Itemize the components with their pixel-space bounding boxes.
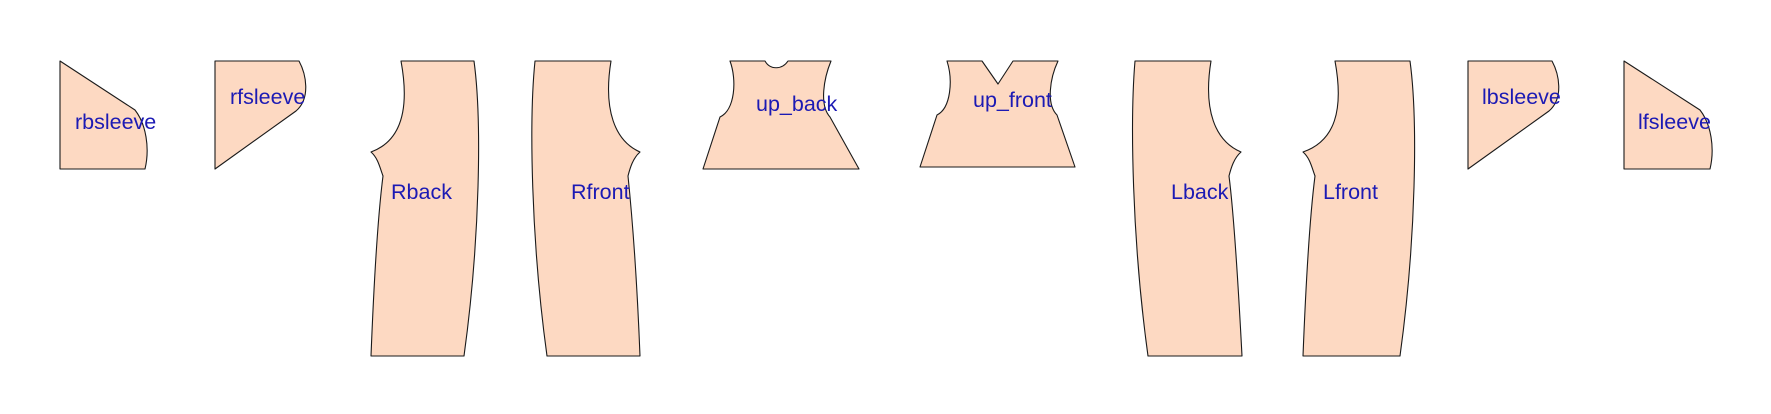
piece-Lback-shape bbox=[1132, 60, 1243, 357]
piece-lbsleeve-shape bbox=[1467, 60, 1560, 170]
piece-Lfront-label: Lfront bbox=[1323, 180, 1378, 204]
piece-Lback: Lback bbox=[1132, 60, 1243, 357]
piece-rfsleeve-label: rfsleeve bbox=[230, 85, 305, 109]
piece-rfsleeve-shape bbox=[214, 60, 307, 170]
piece-lfsleeve-label: lfsleeve bbox=[1638, 110, 1711, 134]
piece-lfsleeve: lfsleeve bbox=[1623, 60, 1713, 170]
piece-lfsleeve-shape bbox=[1623, 60, 1713, 170]
piece-rbsleeve-shape bbox=[59, 60, 148, 170]
piece-up_front-label: up_front bbox=[973, 88, 1052, 112]
piece-Rfront-label: Rfront bbox=[571, 180, 630, 204]
piece-Rback-label: Rback bbox=[391, 180, 452, 204]
piece-lbsleeve-label: lbsleeve bbox=[1482, 85, 1561, 109]
piece-lbsleeve: lbsleeve bbox=[1467, 60, 1561, 170]
piece-up_back-shape bbox=[702, 60, 860, 170]
piece-rbsleeve: rbsleeve bbox=[59, 60, 156, 170]
piece-up_front: up_front bbox=[919, 60, 1076, 168]
piece-Rfront: Rfront bbox=[531, 60, 641, 357]
piece-up_front-shape bbox=[919, 60, 1076, 168]
piece-rbsleeve-label: rbsleeve bbox=[75, 110, 156, 134]
piece-up_back-label: up_back bbox=[756, 92, 838, 116]
piece-Rback-shape bbox=[370, 60, 480, 357]
piece-up_back: up_back bbox=[702, 60, 860, 170]
piece-Lfront-shape bbox=[1302, 60, 1416, 357]
piece-Lfront: Lfront bbox=[1302, 60, 1416, 357]
piece-rfsleeve: rfsleeve bbox=[214, 60, 307, 170]
piece-Rback: Rback bbox=[370, 60, 480, 357]
piece-Rfront-shape bbox=[531, 60, 641, 357]
piece-Lback-label: Lback bbox=[1171, 180, 1229, 204]
